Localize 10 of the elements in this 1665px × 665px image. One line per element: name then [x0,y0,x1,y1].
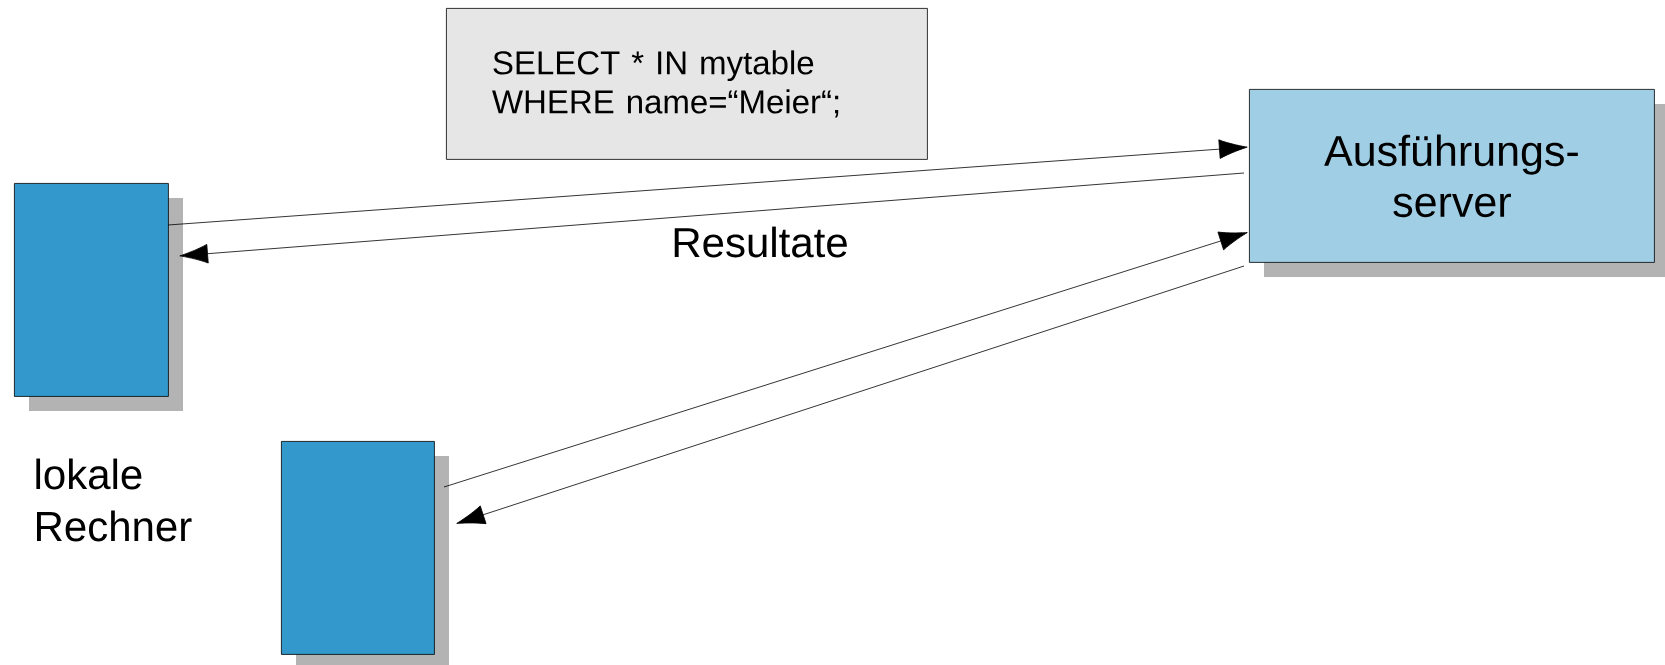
query-box: SELECT * IN mytable WHERE name=“Meier“; [446,8,928,160]
server-box: Ausführungs- server [1249,89,1665,277]
caption-text: lokale Rechner [36,458,192,542]
edge-label: Resultate [669,224,851,260]
arrow [167,139,1248,226]
arrow [456,265,1245,525]
arrow [443,231,1248,488]
computer-box [281,441,449,665]
arrow [179,172,1245,264]
computer-box [14,183,183,411]
